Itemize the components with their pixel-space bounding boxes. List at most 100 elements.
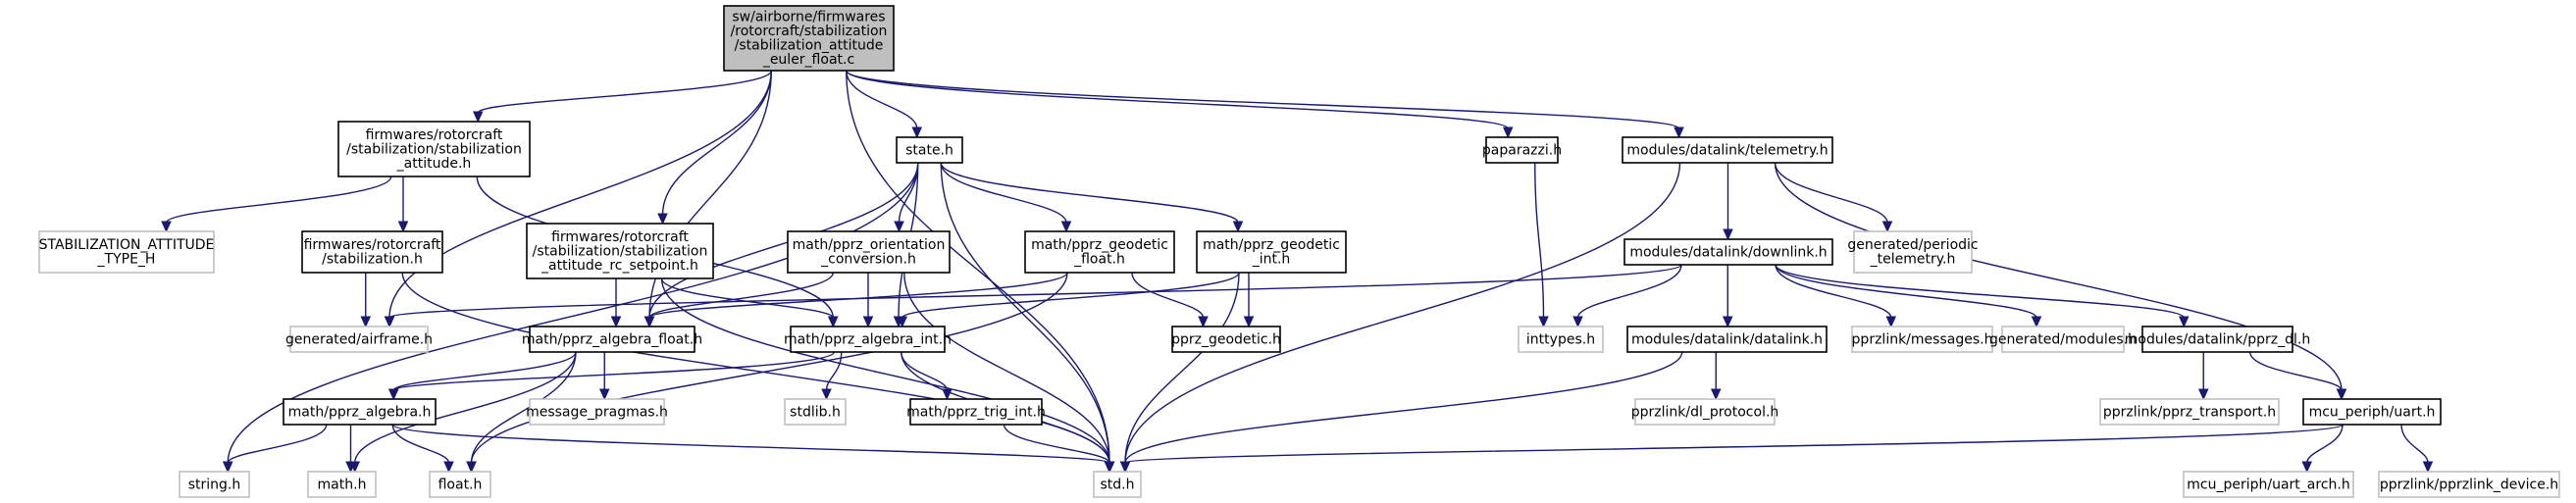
node-label-line: generated/airframe.h bbox=[285, 331, 433, 347]
node-label-line: _attitude.h bbox=[396, 156, 472, 172]
edge-stab-att-h-to-stab-type-h bbox=[165, 176, 392, 224]
node-airframe-h: generated/airframe.h bbox=[285, 326, 433, 353]
node-label-line: firmwares/rotorcraft bbox=[304, 237, 441, 253]
edge-root-to-stab-att-h bbox=[477, 70, 772, 114]
node-pprz-dl-h[interactable]: modules/datalink/pprz_dl.h bbox=[2125, 326, 2310, 353]
node-label-line: modules/datalink/downlink.h bbox=[1629, 244, 1827, 260]
node-rc-setpoint-h[interactable]: firmwares/rotorcraft/stabilization/stabi… bbox=[526, 223, 714, 279]
edge-root-to-telemetry-h bbox=[846, 70, 1680, 129]
edge-orient-conv-h-to-alg-float-h bbox=[648, 272, 834, 319]
arrowhead-icon bbox=[384, 316, 395, 328]
arrowhead-icon bbox=[1104, 461, 1115, 474]
node-label-line: math/pprz_algebra_float.h bbox=[522, 331, 702, 347]
node-geo-int-h[interactable]: math/pprz_geodetic_int.h bbox=[1196, 230, 1347, 274]
node-box bbox=[1626, 326, 1828, 353]
arrowhead-icon bbox=[1232, 221, 1244, 233]
edge-geo-float-h-to-float-h bbox=[470, 272, 1068, 464]
node-label-line: STABILIZATION_ATTITUDE bbox=[39, 237, 215, 253]
node-periodic-tel-h: generated/periodic_telemetry.h bbox=[1847, 230, 1979, 274]
node-box bbox=[529, 326, 696, 353]
node-inttypes-h: inttypes.h bbox=[1518, 326, 1604, 353]
node-box bbox=[1485, 136, 1559, 164]
edge-root-to-std-h bbox=[846, 70, 1110, 464]
node-uart-h[interactable]: mcu_periph/uart.h bbox=[2302, 398, 2442, 426]
node-root[interactable]: sw/airborne/firmwares/rotorcraft/stabili… bbox=[723, 5, 895, 72]
node-alg-float-h[interactable]: math/pprz_algebra_float.h bbox=[522, 326, 702, 353]
arrowhead-icon bbox=[827, 316, 839, 328]
edge-root-to-state-h bbox=[846, 70, 918, 129]
node-box bbox=[2141, 326, 2293, 353]
arrowhead-icon bbox=[1674, 126, 1684, 139]
edge-paparazzi-h-to-inttypes-h bbox=[1534, 162, 1545, 319]
node-label-line: math/pprz_algebra.h bbox=[288, 404, 432, 420]
node-box bbox=[526, 223, 714, 279]
arrowhead-icon bbox=[897, 316, 908, 328]
node-label-line: math.h bbox=[318, 477, 367, 492]
node-label-line: _float.h bbox=[1073, 252, 1125, 268]
arrowhead-icon bbox=[862, 316, 874, 328]
edge-telemetry-h-to-uart-h bbox=[1774, 162, 2343, 391]
node-algebra-h[interactable]: math/pprz_algebra.h bbox=[283, 398, 437, 426]
node-box bbox=[1024, 230, 1175, 274]
edge-alg-int-h-to-stdlib-h bbox=[825, 351, 843, 391]
node-box bbox=[784, 398, 847, 426]
arrowhead-icon bbox=[2031, 316, 2042, 328]
edge-root-to-rc-setpoint-h bbox=[661, 70, 772, 216]
node-box bbox=[787, 230, 951, 274]
edge-state-h-to-geo-float-h bbox=[940, 162, 1067, 224]
node-label-line: _euler_float.c bbox=[762, 52, 854, 68]
node-stdlib-h: stdlib.h bbox=[784, 398, 847, 426]
node-orient-conv-h[interactable]: math/pprz_orientation_conversion.h bbox=[787, 230, 951, 274]
node-label-line: math/pprz_orientation bbox=[793, 237, 946, 253]
arrowhead-icon bbox=[472, 111, 484, 124]
arrowhead-icon bbox=[644, 316, 655, 328]
edge-uart-h-to-uart-arch-h bbox=[2306, 424, 2344, 464]
node-box bbox=[723, 5, 895, 72]
node-datalink-h[interactable]: modules/datalink/datalink.h bbox=[1626, 326, 1828, 353]
node-label-line: string.h bbox=[188, 477, 241, 492]
edge-alg-int-h-to-trig-int-h bbox=[901, 351, 949, 391]
node-label-line: sw/airborne/firmwares bbox=[732, 10, 885, 25]
node-stab-att-h[interactable]: firmwares/rotorcraft/stabilization/stabi… bbox=[337, 121, 531, 177]
arrowhead-icon bbox=[911, 126, 923, 139]
arrowhead-icon bbox=[466, 461, 477, 474]
edge-state-h-to-std-h bbox=[940, 162, 1110, 464]
node-box bbox=[1851, 326, 1993, 353]
node-alg-int-h[interactable]: math/pprz_algebra_int.h bbox=[784, 326, 952, 353]
edge-geo-float-h-to-pprz-geodetic-h bbox=[1131, 272, 1205, 319]
node-modules-h: generated/modules.h bbox=[1989, 326, 2137, 353]
edge-orient-conv-h-to-std-h bbox=[903, 272, 1110, 464]
node-float-h: float.h bbox=[429, 471, 491, 498]
node-dl-protocol-h: pprzlink/dl_protocol.h bbox=[1631, 398, 1779, 426]
node-messages-h: pprzlink/messages.h bbox=[1851, 326, 1993, 353]
node-pprz-geodetic-h[interactable]: pprz_geodetic.h bbox=[1171, 326, 1281, 353]
node-label-line: modules/datalink/telemetry.h bbox=[1626, 142, 1828, 158]
arrowhead-icon bbox=[610, 316, 622, 328]
node-stabilization-h[interactable]: firmwares/rotorcraft/stabilization.h bbox=[301, 230, 443, 274]
arrowhead-icon bbox=[1243, 316, 1255, 328]
node-box bbox=[529, 398, 665, 426]
node-stab-type-h: STABILIZATION_ATTITUDE_TYPE_H bbox=[38, 230, 215, 274]
edge-alg-float-h-to-float-h bbox=[470, 351, 577, 464]
edge-uart-h-to-pprzlink-device-h bbox=[2400, 424, 2429, 464]
arrowhead-icon bbox=[1885, 316, 1897, 328]
node-uart-arch-h: mcu_periph/uart_arch.h bbox=[2183, 471, 2354, 498]
node-label-line: math/pprz_geodetic bbox=[1203, 237, 1340, 253]
node-label-line: /stabilization.h bbox=[322, 252, 423, 268]
node-box bbox=[896, 136, 963, 164]
node-label-line: state.h bbox=[905, 142, 953, 158]
node-telemetry-h[interactable]: modules/datalink/telemetry.h bbox=[1622, 136, 1833, 164]
arrowhead-icon bbox=[2422, 461, 2434, 474]
node-label-line: pprzlink/messages.h bbox=[1852, 331, 1993, 347]
node-trig-int-h[interactable]: math/pprz_trig_int.h bbox=[906, 398, 1046, 426]
node-state-h[interactable]: state.h bbox=[896, 136, 963, 164]
node-msg-pragmas-h: message_pragmas.h bbox=[526, 398, 668, 426]
node-box bbox=[1623, 238, 1833, 266]
node-paparazzi-h[interactable]: paparazzi.h bbox=[1482, 136, 1562, 164]
arrowhead-icon bbox=[443, 461, 454, 474]
node-label-line: inttypes.h bbox=[1526, 331, 1595, 347]
node-geo-float-h[interactable]: math/pprz_geodetic_float.h bbox=[1024, 230, 1175, 274]
node-box bbox=[301, 230, 443, 274]
node-label-line: pprzlink/dl_protocol.h bbox=[1631, 404, 1779, 420]
node-downlink-h[interactable]: modules/datalink/downlink.h bbox=[1623, 238, 1833, 266]
